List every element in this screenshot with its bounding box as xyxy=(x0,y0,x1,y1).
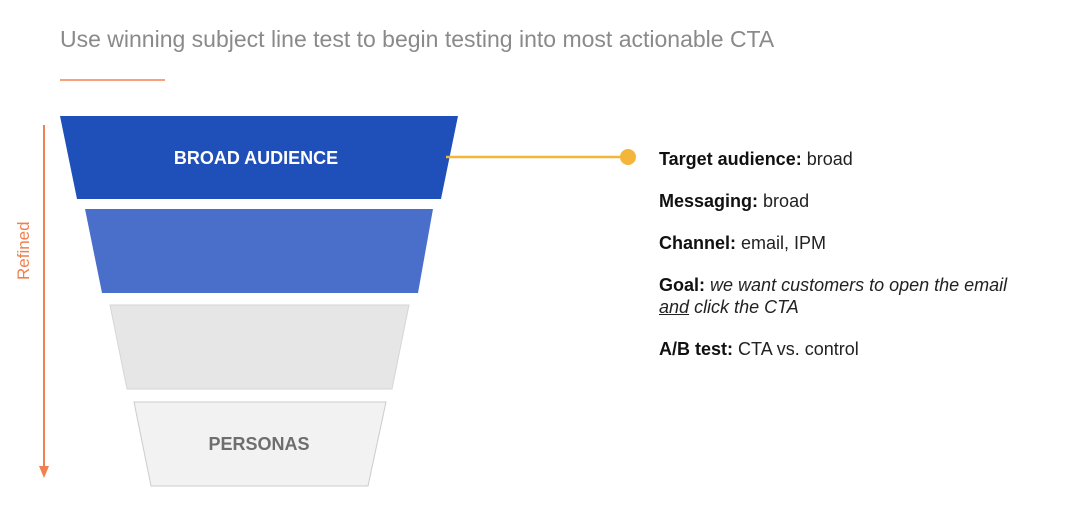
goal-row: Goal: we want customers to open the emai… xyxy=(659,274,1049,318)
messaging-value: broad xyxy=(763,191,810,211)
target-audience-label: Target audience: xyxy=(659,149,802,169)
funnel-top-label: BROAD AUDIENCE xyxy=(174,148,338,168)
messaging-label: Messaging: xyxy=(659,191,759,211)
ab-test-row: A/B test: CTA vs. control xyxy=(659,338,1049,360)
goal-value-part1: we want customers to open the email xyxy=(710,275,1008,295)
refined-arrow-head xyxy=(39,466,49,478)
target-audience-value: broad xyxy=(806,149,853,169)
goal-value-part2: click the CTA xyxy=(694,297,799,317)
channel-label: Channel: xyxy=(659,233,737,253)
connector-dot xyxy=(620,149,636,165)
funnel-level-2 xyxy=(85,209,433,293)
details-panel: Target audience: broad Messaging: broad … xyxy=(659,148,1049,380)
ab-test-label: A/B test: xyxy=(659,339,734,359)
goal-value-and: and xyxy=(659,297,690,317)
slide-title: Use winning subject line test to begin t… xyxy=(60,26,775,52)
target-audience-row: Target audience: broad xyxy=(659,148,1049,170)
goal-label: Goal: xyxy=(659,275,706,295)
funnel-bottom-label: PERSONAS xyxy=(208,434,309,454)
title-underline xyxy=(60,79,165,81)
refined-axis-label: Refined xyxy=(14,221,33,280)
funnel-level-4 xyxy=(133,401,387,487)
ab-test-value: CTA vs. control xyxy=(738,339,859,359)
channel-value: email, IPM xyxy=(741,233,827,253)
channel-row: Channel: email, IPM xyxy=(659,232,1049,254)
funnel-level-1 xyxy=(60,116,458,199)
funnel-level-3 xyxy=(109,304,410,390)
messaging-row: Messaging: broad xyxy=(659,190,1049,212)
